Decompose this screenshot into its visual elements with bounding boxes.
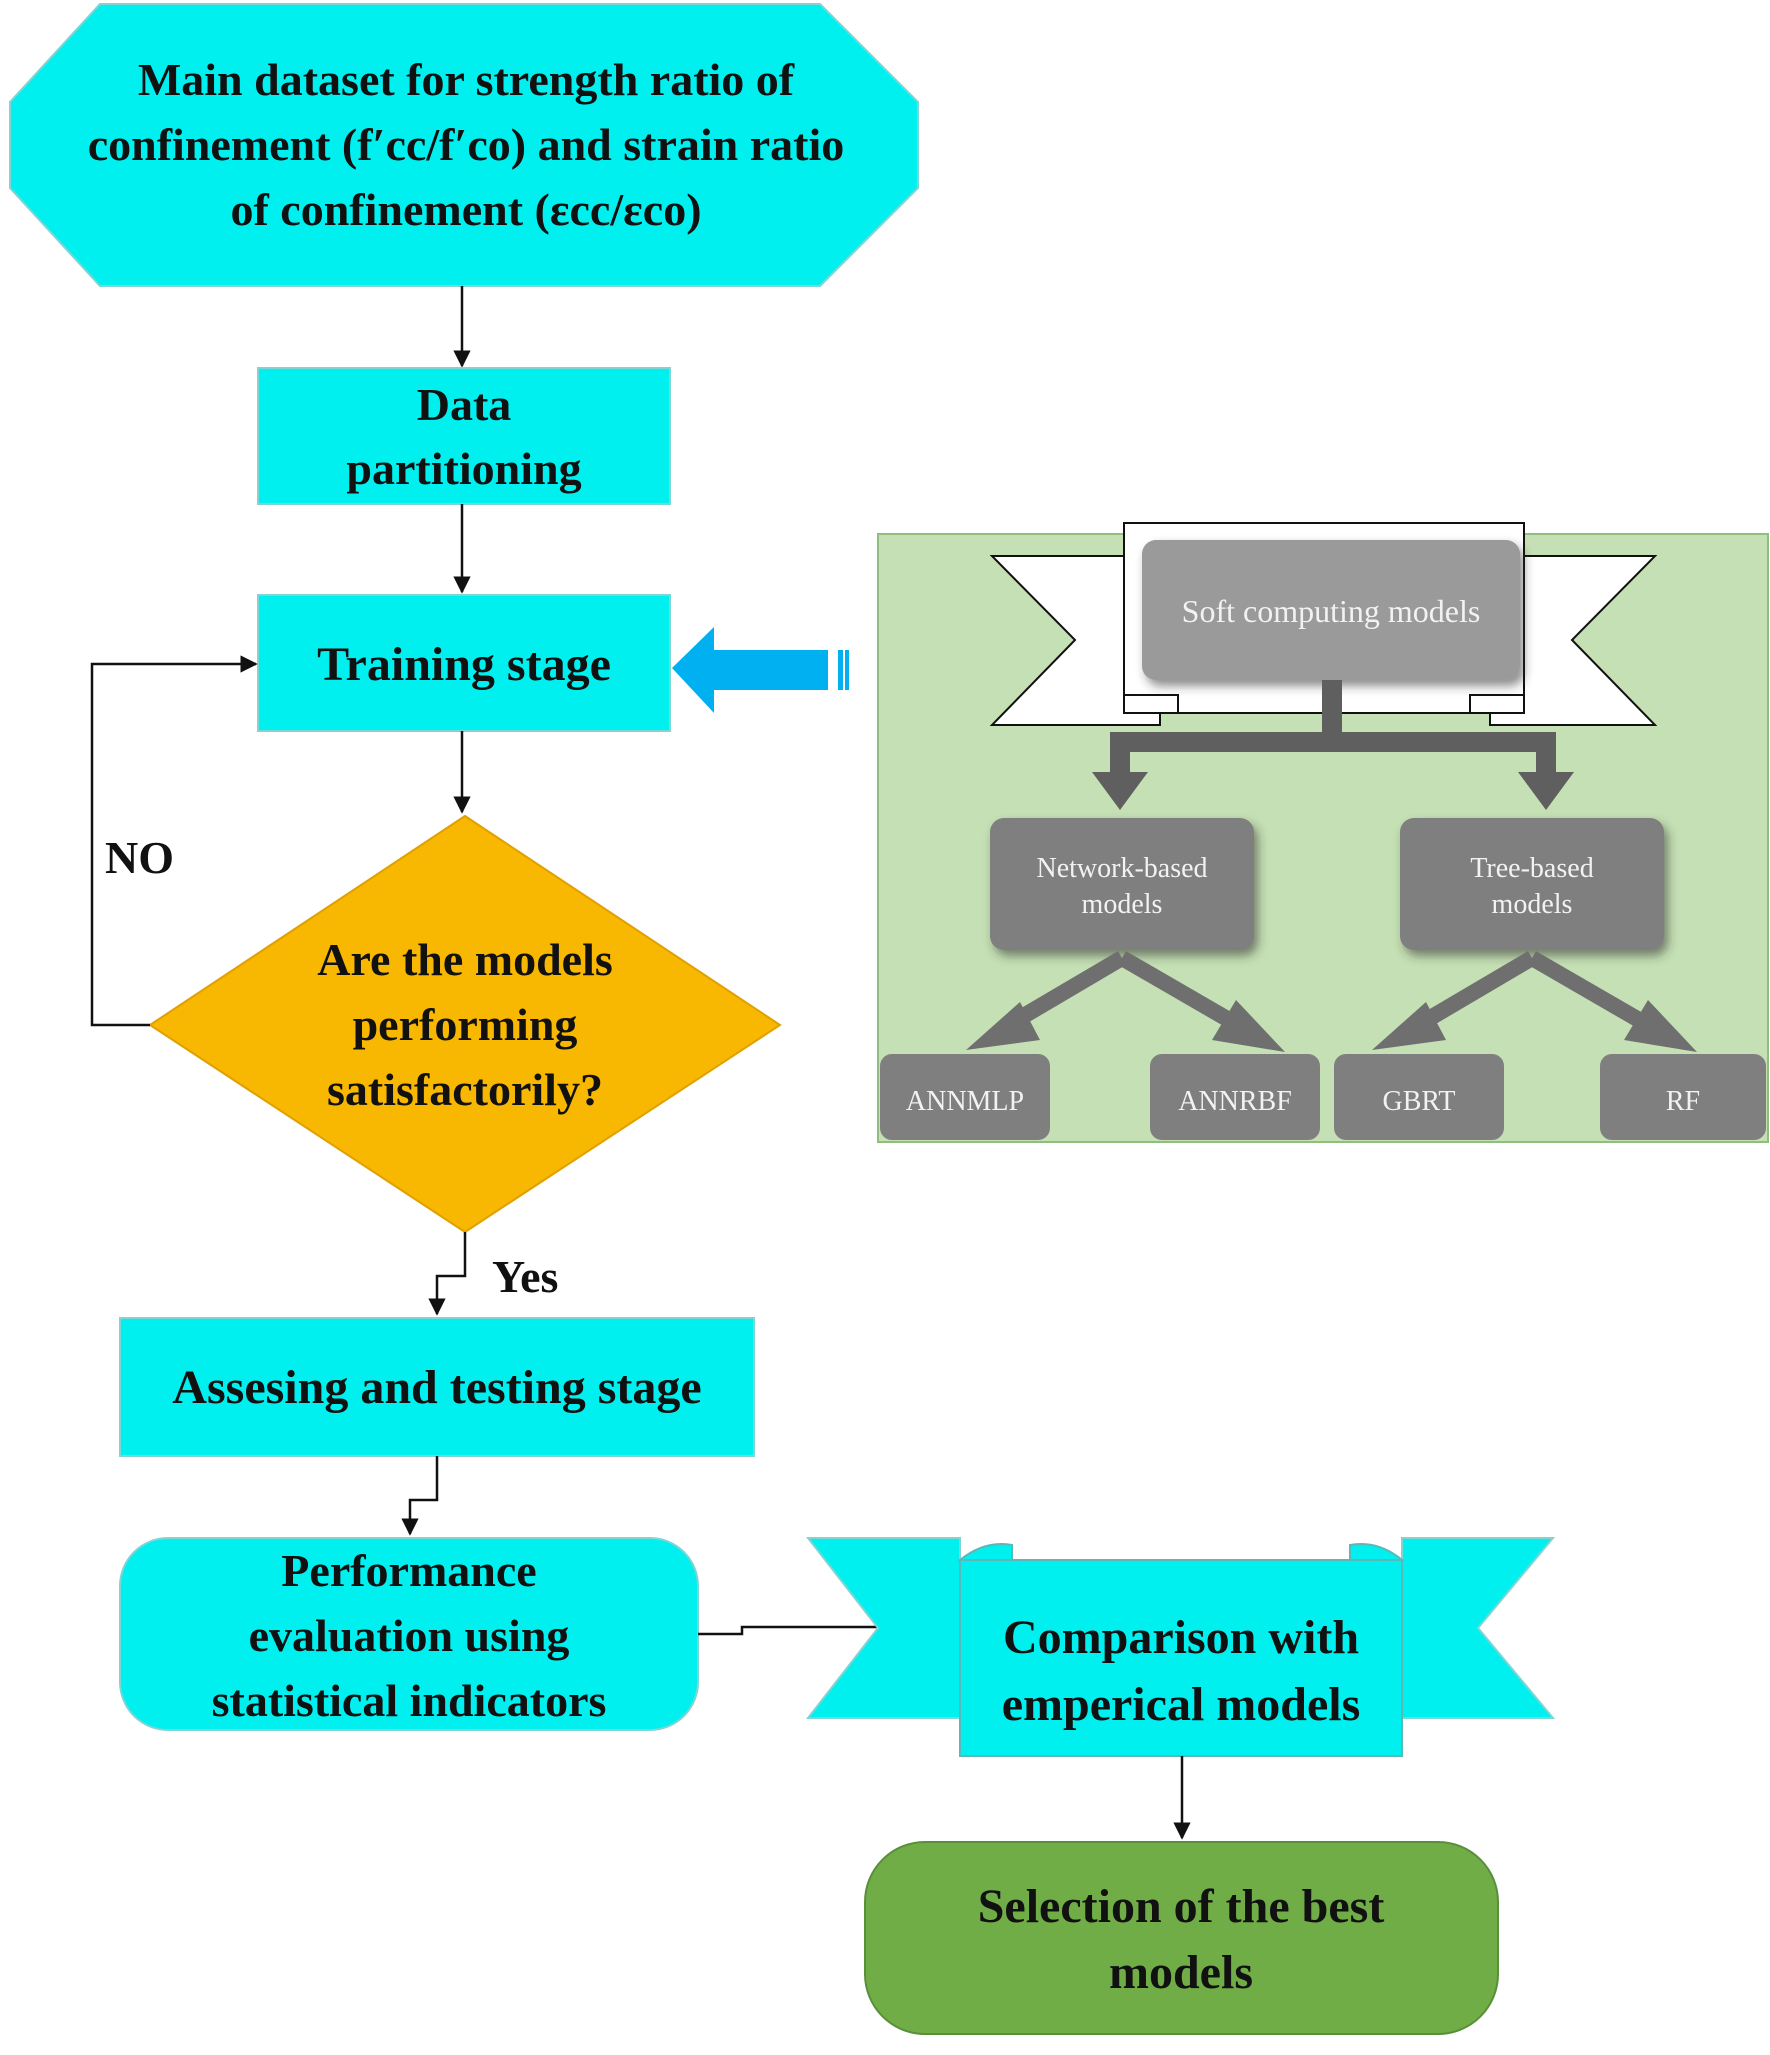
svg-text:Data: Data bbox=[417, 379, 512, 430]
svg-text:models: models bbox=[1492, 889, 1573, 920]
svg-text:Soft computing models: Soft computing models bbox=[1182, 593, 1481, 629]
svg-text:Selection of the best: Selection of the best bbox=[978, 1880, 1385, 1933]
svg-text:Network-based: Network-based bbox=[1036, 853, 1207, 884]
inset-leaf-arrows bbox=[1005, 951, 1651, 1031]
performance-line-3: statistical indicators bbox=[212, 1675, 607, 1726]
svg-text:Comparison with: Comparison with bbox=[1003, 1611, 1359, 1664]
data-partitioning-shape bbox=[257, 367, 671, 505]
inset-leaf-box bbox=[1600, 1054, 1766, 1140]
performance-line-2: evaluation using bbox=[249, 1610, 570, 1661]
decision-line-1: Are the models bbox=[317, 934, 613, 985]
decision-node: Are the models performing satisfactorily… bbox=[148, 814, 782, 1234]
comparison-shape bbox=[959, 1559, 1403, 1757]
data-partitioning-node: Data partitioning bbox=[257, 367, 671, 505]
inset-leaf-label: GBRT bbox=[1383, 1086, 1456, 1117]
selection-line-1: Selection of the best bbox=[978, 1880, 1385, 1933]
assessing-label: Assesing and testing stage bbox=[172, 1361, 701, 1414]
svg-text:statistical indicators: statistical indicators bbox=[212, 1675, 607, 1726]
inset-tree-box bbox=[1400, 818, 1664, 950]
inset-leaf-label: ANNRBF bbox=[1178, 1086, 1292, 1117]
decision-line-2: performing bbox=[353, 999, 578, 1050]
svg-text:confinement (f′cc/f′co) and st: confinement (f′cc/f′co) and strain ratio bbox=[88, 119, 845, 170]
decision-line-3: satisfactorily? bbox=[327, 1064, 603, 1115]
selection-line-2: models bbox=[1109, 1946, 1253, 1999]
inset-network-box bbox=[990, 818, 1254, 950]
side-arrow-stripe bbox=[838, 650, 843, 690]
training-stage-node: Training stage bbox=[257, 594, 671, 732]
ribbon-fold-left bbox=[957, 1543, 1013, 1561]
inset-leaf-annrbf: ANNRBF bbox=[1150, 1054, 1320, 1140]
soft-computing-inset: Soft computing models Network-based mode… bbox=[877, 522, 1769, 1143]
svg-text:of confinement (εcc/εco): of confinement (εcc/εco) bbox=[230, 184, 701, 235]
svg-text:Are the models: Are the models bbox=[317, 934, 613, 985]
selection-node: Selection of the best models bbox=[864, 1841, 1499, 2035]
side-arrow bbox=[672, 627, 849, 713]
inset-leaf-label: RF bbox=[1666, 1086, 1700, 1117]
svg-text:emperical models: emperical models bbox=[1002, 1678, 1361, 1731]
main-dataset-line-1: Main dataset for strength ratio of bbox=[138, 54, 795, 105]
arrow-yes-path bbox=[428, 1232, 467, 1316]
side-arrow-shape bbox=[672, 627, 828, 713]
svg-text:models: models bbox=[1109, 1946, 1253, 1999]
inset-leaf-box bbox=[1150, 1054, 1320, 1140]
assessing-node: Assesing and testing stage bbox=[119, 1317, 755, 1457]
inset-leaf-box bbox=[1334, 1054, 1504, 1140]
svg-text:models: models bbox=[1082, 889, 1163, 920]
data-partitioning-line-1: Data bbox=[417, 379, 512, 430]
inset-network-line-2: models bbox=[1082, 889, 1163, 920]
svg-text:Main dataset for strength rati: Main dataset for strength ratio of bbox=[138, 54, 795, 105]
svg-text:performing: performing bbox=[353, 999, 578, 1050]
inset-leaf-gbrt: GBRT bbox=[1334, 1054, 1504, 1140]
comparison-line-1: Comparison with bbox=[1003, 1611, 1359, 1664]
assessing-shape bbox=[119, 1317, 755, 1457]
svg-text:partitioning: partitioning bbox=[346, 443, 581, 494]
inset-connectors bbox=[1092, 680, 1574, 810]
ribbon-left-tail bbox=[805, 1537, 961, 1719]
arrow-no-loop bbox=[90, 655, 258, 1027]
comparison-node: Comparison with emperical models bbox=[805, 1537, 1556, 1757]
inset-leaf-label: ANNMLP bbox=[906, 1086, 1024, 1117]
selection-shape bbox=[864, 1841, 1499, 2035]
inset-leaf-box bbox=[880, 1054, 1050, 1140]
no-label: NO bbox=[105, 832, 174, 883]
arrow-assessing-to-performance bbox=[401, 1456, 439, 1536]
yes-label: Yes bbox=[492, 1251, 558, 1302]
inset-root-label: Soft computing models bbox=[1182, 593, 1481, 629]
inset-leaves: ANNMLP ANNRBF GBRT RF bbox=[880, 1054, 1766, 1140]
inset-leaf-annmlp: ANNMLP bbox=[880, 1054, 1050, 1140]
side-arrow-stripe bbox=[845, 650, 849, 690]
inset-tree-line-1: Tree-based bbox=[1470, 853, 1593, 884]
svg-text:satisfactorily?: satisfactorily? bbox=[327, 1064, 603, 1115]
performance-node: Performance evaluation using statistical… bbox=[119, 1537, 699, 1731]
main-dataset-line-3: of confinement (εcc/εco) bbox=[230, 184, 701, 235]
ribbon-right-tail bbox=[1401, 1537, 1556, 1719]
svg-text:Tree-based: Tree-based bbox=[1470, 853, 1593, 884]
data-partitioning-line-2: partitioning bbox=[346, 443, 581, 494]
training-stage-label: Training stage bbox=[317, 638, 611, 691]
performance-line-1: Performance bbox=[281, 1545, 536, 1596]
comparison-line-2: emperical models bbox=[1002, 1678, 1361, 1731]
ribbon-fold-right bbox=[1349, 1543, 1405, 1561]
svg-text:Training stage: Training stage bbox=[317, 638, 611, 691]
svg-text:evaluation using: evaluation using bbox=[249, 1610, 570, 1661]
inset-tree-line-2: models bbox=[1492, 889, 1573, 920]
inset-leaf-rf: RF bbox=[1600, 1054, 1766, 1140]
inset-root-box bbox=[1142, 540, 1520, 680]
svg-text:Assesing and testing stage: Assesing and testing stage bbox=[172, 1361, 701, 1414]
inset-leaf-arrowheads bbox=[966, 1000, 1697, 1052]
main-dataset-node: Main dataset for strength ratio of confi… bbox=[9, 3, 919, 287]
svg-text:Performance: Performance bbox=[281, 1545, 536, 1596]
arrow-performance-to-comparison bbox=[698, 1618, 902, 1636]
main-dataset-shape bbox=[9, 3, 919, 287]
inset-network-line-1: Network-based bbox=[1036, 853, 1207, 884]
main-dataset-line-2: confinement (f′cc/f′co) and strain ratio bbox=[88, 119, 845, 170]
training-stage-shape bbox=[257, 594, 671, 732]
